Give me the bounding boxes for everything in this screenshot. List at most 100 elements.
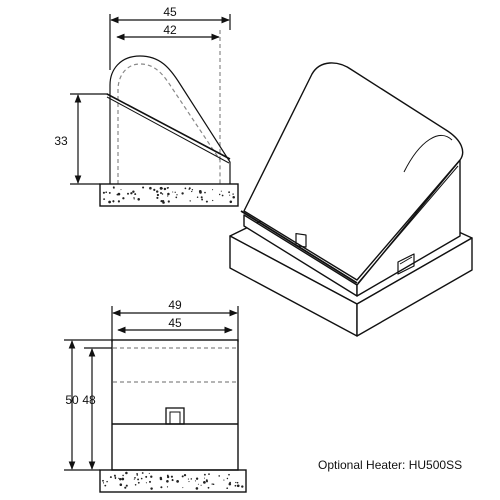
iso-base-right [356, 237, 473, 337]
concrete-speck [223, 479, 225, 481]
concrete-speck [124, 486, 127, 489]
concrete-speck [236, 481, 239, 484]
concrete-speck [160, 192, 162, 194]
concrete-speck [166, 187, 169, 189]
concrete-speck [127, 192, 129, 195]
concrete-speck [235, 481, 237, 484]
front-body [111, 339, 239, 471]
side-body-outline [109, 55, 231, 184]
front-dim-inner-label: 45 [168, 316, 182, 330]
concrete-speck [191, 189, 194, 191]
concrete-speck [206, 480, 208, 483]
concrete-speck [145, 475, 148, 478]
concrete-speck [121, 477, 125, 481]
concrete-speck [145, 482, 147, 484]
front-view [64, 306, 247, 493]
iso-hood-ridge [403, 135, 453, 173]
iso-vent-left [295, 232, 307, 248]
concrete-speck [105, 191, 108, 194]
side-base-texture [102, 186, 235, 204]
side-dim-inner-label: 42 [163, 23, 177, 37]
concrete-speck [134, 476, 136, 479]
concrete-speck [212, 483, 215, 486]
concrete-speck [176, 480, 179, 483]
concrete-speck [181, 192, 184, 195]
concrete-speck [203, 473, 206, 476]
iso-hood [243, 62, 464, 281]
concrete-speck [112, 201, 115, 203]
concrete-speck [109, 476, 112, 479]
concrete-speck [212, 199, 214, 202]
concrete-speck [125, 471, 128, 475]
front-vent-inner [169, 411, 181, 425]
concrete-speck [166, 475, 170, 479]
concrete-speck [133, 198, 135, 200]
side-lid-edge [106, 96, 230, 164]
concrete-speck [171, 479, 174, 482]
concrete-speck [203, 481, 206, 484]
concrete-speck [134, 193, 137, 196]
concrete-speck [207, 486, 210, 489]
concrete-speck [172, 191, 174, 193]
concrete-speck [181, 475, 184, 478]
concrete-speck [104, 484, 107, 487]
heater-caption: Optional Heater: HU500SS [318, 458, 463, 472]
concrete-speck [113, 187, 115, 189]
concrete-speck [133, 197, 135, 199]
concrete-speck [116, 193, 119, 196]
concrete-speck [226, 487, 229, 490]
concrete-speck [226, 477, 229, 480]
side-dim-outer-label: 45 [163, 5, 177, 19]
concrete-speck [228, 191, 230, 194]
concrete-speck [191, 190, 193, 193]
concrete-speck [166, 480, 169, 483]
concrete-speck [149, 186, 152, 190]
concrete-speck [205, 200, 208, 203]
concrete-speck [232, 193, 234, 195]
front-base-texture [102, 471, 244, 490]
concrete-speck [199, 191, 202, 194]
concrete-speck [187, 478, 189, 480]
concrete-speck [236, 484, 240, 488]
concrete-speck [160, 199, 163, 203]
iso-hood-rim [357, 165, 459, 284]
concrete-speck [137, 481, 140, 484]
side-view [70, 14, 239, 207]
concrete-speck [122, 474, 124, 477]
concrete-speck [108, 200, 111, 204]
concrete-speck [174, 191, 176, 193]
concrete-speck [136, 474, 139, 476]
concrete-speck [200, 196, 203, 199]
concrete-speck [188, 188, 190, 190]
concrete-speck [234, 484, 237, 487]
concrete-speck [196, 196, 199, 198]
concrete-speck [119, 483, 123, 486]
concrete-speck [125, 484, 128, 487]
concrete-speck [163, 187, 167, 191]
concrete-speck [102, 479, 104, 482]
concrete-speck [167, 200, 170, 203]
concrete-speck [122, 197, 125, 200]
concrete-speck [176, 194, 178, 196]
concrete-speck [102, 482, 105, 484]
concrete-speck [103, 198, 106, 201]
concrete-speck [148, 472, 150, 474]
concrete-speck [137, 198, 140, 201]
concrete-speck [156, 190, 159, 193]
concrete-speck [142, 186, 145, 189]
concrete-speck [201, 198, 204, 201]
concrete-speck [208, 473, 210, 475]
concrete-speck [212, 189, 214, 191]
concrete-speck [229, 194, 231, 196]
side-base [99, 183, 239, 207]
concrete-speck [203, 477, 206, 479]
isometric-view [229, 62, 473, 337]
concrete-speck [182, 487, 184, 489]
front-vent [165, 407, 185, 425]
concrete-speck [119, 477, 122, 481]
concrete-speck [218, 475, 221, 477]
front-dim-outer-label: 49 [168, 298, 182, 312]
concrete-speck [220, 190, 222, 192]
front-base [99, 469, 247, 493]
